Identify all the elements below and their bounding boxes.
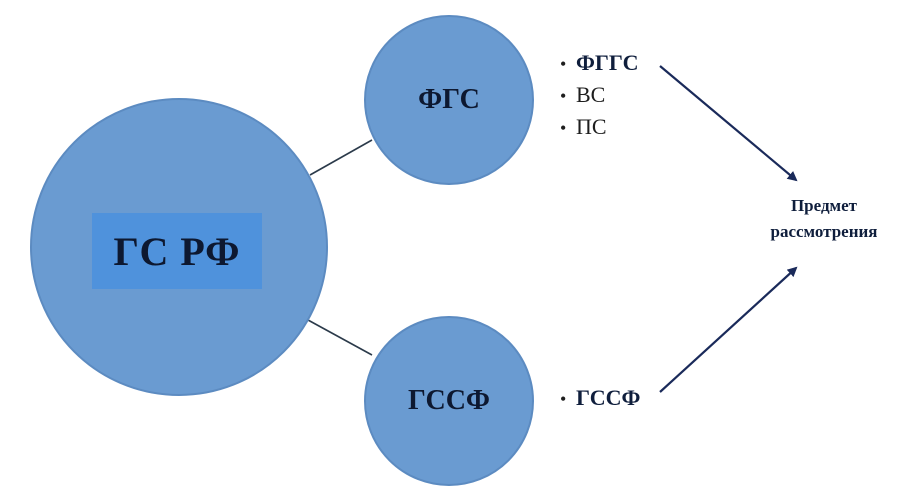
list-item: • ВС [560, 79, 639, 111]
bullet-icon: • [560, 389, 567, 409]
list-item-text: ФГГС [576, 50, 639, 75]
branch-top-circle: ФГС [364, 15, 534, 185]
list-item: • ПС [560, 111, 639, 143]
connector-main-to-top [309, 139, 373, 176]
branch-bottom-label: ГССФ [408, 385, 490, 416]
list-item-text: ВС [576, 82, 606, 107]
branch-top-list: • ФГГС • ВС • ПС [560, 47, 639, 143]
bullet-icon: • [560, 54, 567, 74]
branch-bottom-circle: ГССФ [364, 316, 534, 486]
bullet-icon: • [560, 86, 567, 106]
branch-bottom-list: • ГССФ [560, 382, 640, 414]
list-item: • ФГГС [560, 47, 639, 79]
subject-line-1: Предмет [790, 196, 858, 215]
arrow-top-to-subject [659, 65, 798, 182]
main-node-label-box: ГС РФ [92, 213, 262, 289]
bullet-icon: • [560, 118, 567, 138]
branch-top-label: ФГС [418, 84, 480, 115]
list-item-text: ПС [576, 114, 607, 139]
subject-line-2: рассмотрения [770, 222, 878, 241]
connector-main-to-bottom [307, 319, 373, 356]
main-node-label: ГС РФ [113, 228, 241, 274]
subject-label: Предмет рассмотрения [748, 193, 900, 245]
arrow-bottom-to-subject [659, 266, 798, 393]
list-item: • ГССФ [560, 382, 640, 414]
list-item-text: ГССФ [576, 385, 641, 410]
